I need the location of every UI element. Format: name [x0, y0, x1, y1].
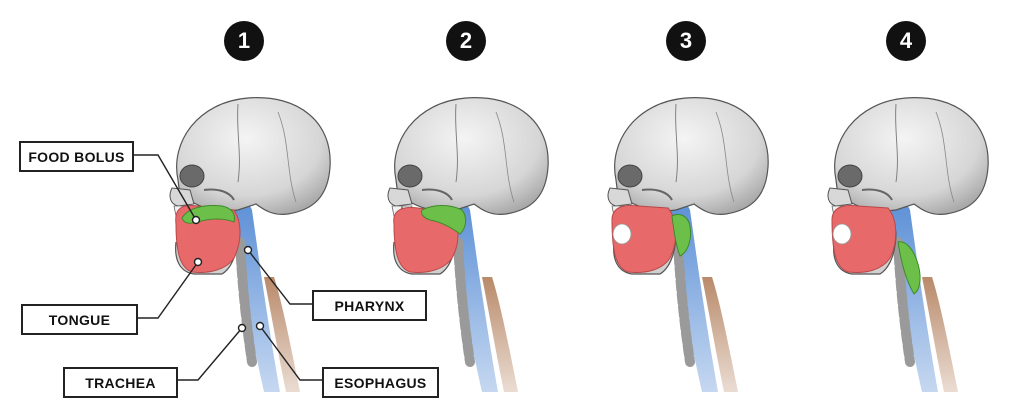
step-badge-4: 4 [886, 21, 926, 61]
label-pharynx: PHARYNX [312, 290, 427, 321]
step-badge-2: 2 [446, 21, 486, 61]
head-illustration-2 [388, 98, 548, 392]
step-badge-1: 1 [224, 21, 264, 61]
label-esophagus: ESOPHAGUS [322, 367, 439, 398]
head-illustration-1 [170, 98, 330, 392]
head-illustration-3 [608, 98, 768, 392]
label-food-bolus: FOOD BOLUS [19, 141, 134, 172]
step-badge-3: 3 [666, 21, 706, 61]
leader-dots [191, 215, 265, 333]
label-trachea: TRACHEA [63, 367, 178, 398]
head-illustration-4 [828, 98, 988, 392]
leader-lines [132, 154, 322, 381]
label-tongue: TONGUE [21, 304, 138, 335]
